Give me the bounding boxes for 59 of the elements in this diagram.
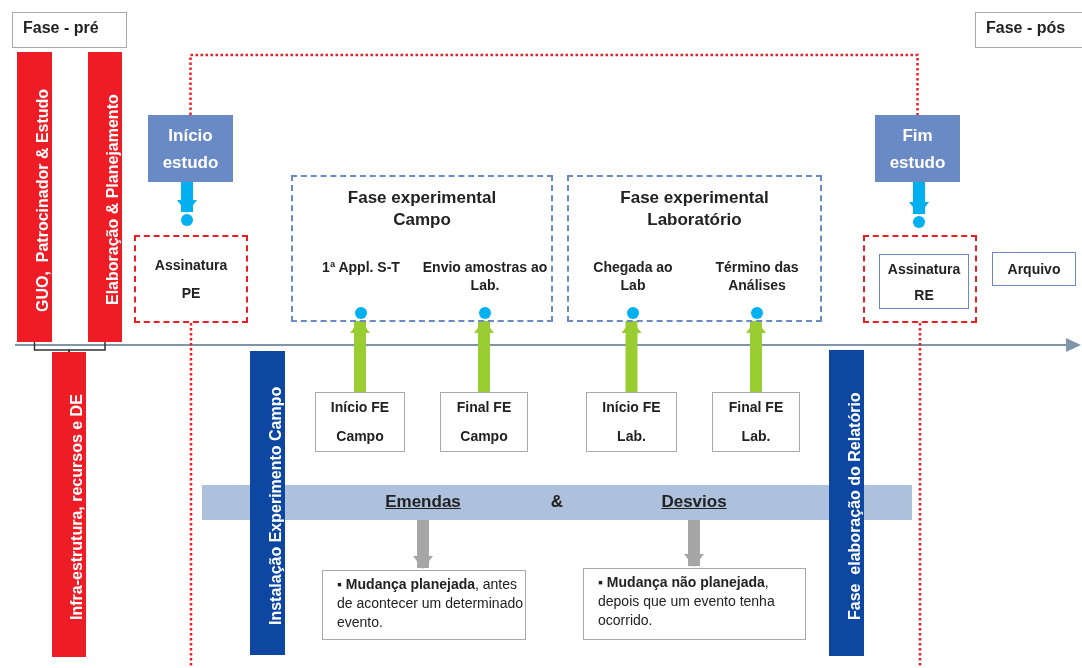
block-arrow: [177, 182, 197, 213]
phase-bar: Fase elaboração do Relatório: [829, 350, 864, 656]
band-heading: Emendas: [385, 492, 461, 512]
band-heading: Desvios: [661, 492, 727, 512]
signature-label: PE: [181, 284, 201, 303]
event-label: Início FE: [330, 398, 390, 417]
block-arrow: [909, 182, 929, 215]
event-box: [315, 392, 405, 452]
note-text: ▪ Mudança planejada, antes de acontecer um determinado evento.: [337, 575, 524, 632]
dotted-connector: [918, 323, 922, 668]
bracket-line: [68, 341, 106, 353]
document-label: Assinatura: [887, 259, 961, 279]
event-box: [440, 392, 528, 452]
milestone-label: Envio amostras ao Lab.: [422, 258, 548, 294]
event-box: [586, 392, 677, 452]
event-label: Final FE: [728, 398, 784, 417]
event-label: Campo: [460, 427, 508, 446]
bracket-line: [33, 341, 70, 353]
milestone-box: Fim estudo: [875, 115, 960, 182]
phase-title: Fase experimental Campo: [346, 187, 498, 231]
milestone-label: 1ª Appl. S-T: [321, 258, 401, 276]
block-arrow: [474, 320, 494, 392]
phase-bar: GUO, Patrocinador & Estudo: [17, 52, 52, 342]
document-box: Arquivo: [992, 252, 1076, 286]
milestone-box: Início estudo: [148, 115, 233, 182]
phase-frame: [567, 175, 822, 322]
phase-bar: Infra-estrutura, recursos e DE: [52, 352, 86, 657]
signature-frame: [134, 235, 248, 323]
dotted-connector: [189, 323, 193, 668]
event-label: Lab.: [741, 427, 771, 446]
note-text: ▪ Mudança não planejada, depois que um evento tenha ocorrido.: [598, 573, 776, 630]
phase-label-box: Fase - pré: [12, 12, 127, 48]
signature-frame: [863, 235, 977, 323]
phase-label-box: Fase - pós: [975, 12, 1082, 48]
note-box: [583, 568, 806, 640]
block-arrow: [746, 320, 766, 392]
phase-frame: [291, 175, 553, 322]
note-box: [322, 570, 526, 640]
event-label: Final FE: [456, 398, 512, 417]
block-arrow: [350, 320, 370, 392]
block-arrow: [684, 520, 704, 567]
block-arrow: [621, 320, 642, 392]
phase-bar: Elaboração & Planejamento: [88, 52, 122, 342]
phase-title: Fase experimental Laboratório: [619, 187, 770, 231]
milestone-dot: [181, 214, 193, 226]
milestone-label: Chegada ao Lab: [592, 258, 674, 294]
milestone-dot: [913, 216, 925, 228]
document-label: RE: [914, 285, 934, 305]
event-label: Início FE: [602, 398, 661, 417]
ampersand: &: [550, 492, 564, 512]
phase-bar: Instalação Experimento Campo: [250, 351, 285, 655]
milestone-label: Término das Análises: [714, 258, 800, 294]
block-arrow: [413, 520, 433, 569]
event-box: [712, 392, 800, 452]
event-label: Campo: [336, 427, 384, 446]
event-label: Lab.: [617, 427, 646, 446]
signature-label: Assinatura: [154, 256, 228, 275]
dotted-connector: [189, 53, 919, 115]
document-box: [879, 254, 969, 309]
